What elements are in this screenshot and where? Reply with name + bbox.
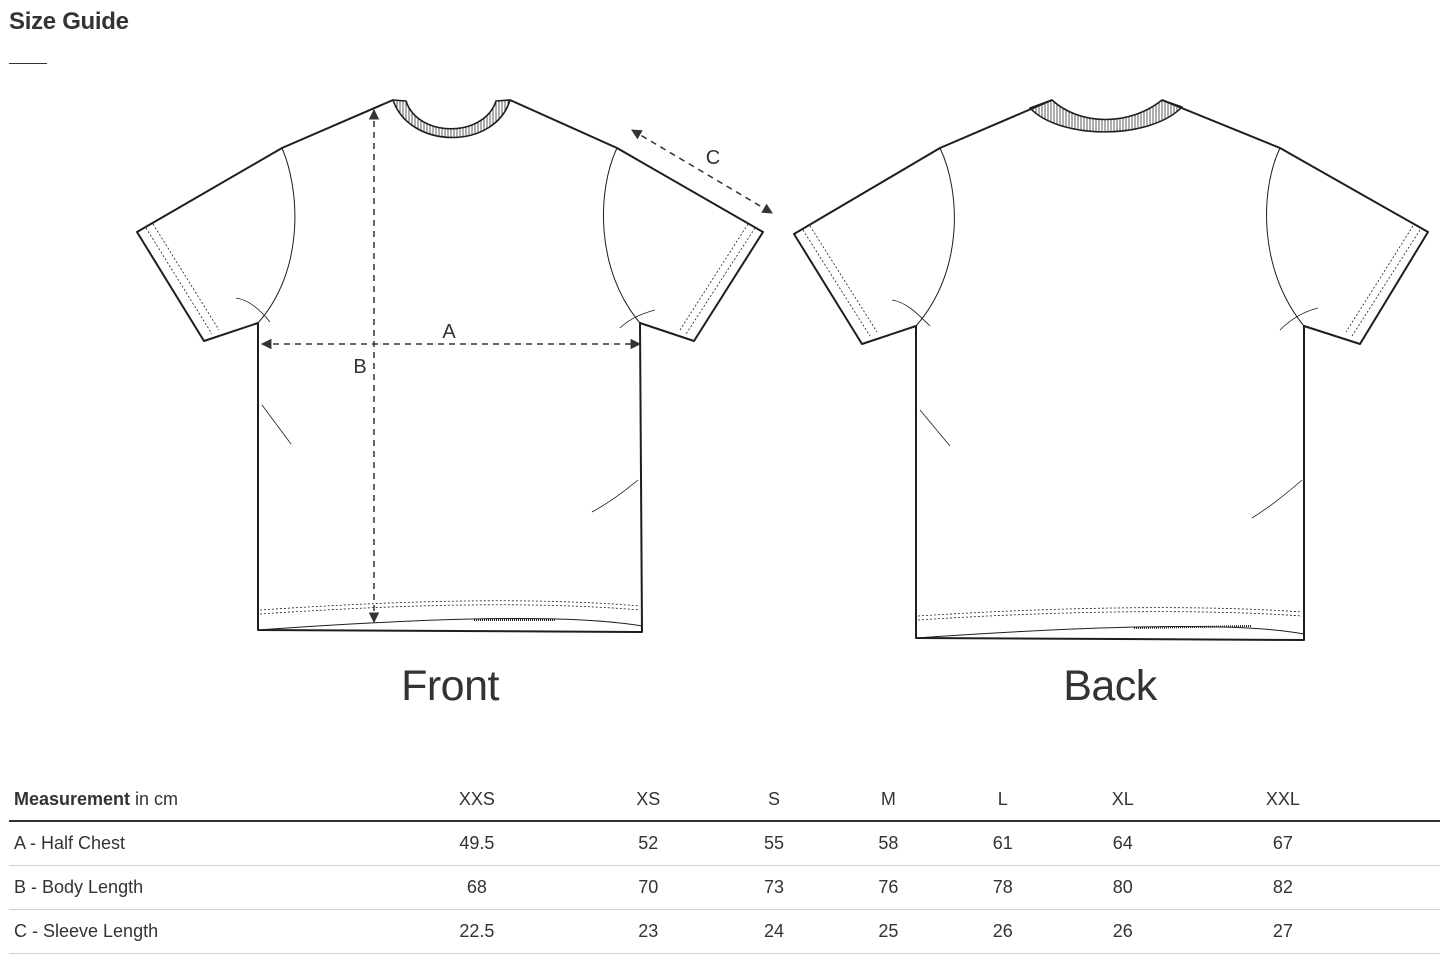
page-title: Size Guide — [9, 8, 129, 35]
table-cell: 61 — [945, 821, 1060, 866]
size-header: XXL — [1185, 778, 1380, 822]
table-cell: 67 — [1185, 821, 1380, 866]
table-spacer — [1380, 821, 1440, 866]
table-spacer — [1380, 865, 1440, 910]
size-header: XL — [1059, 778, 1186, 822]
measurement-header-bold: Measurement — [14, 788, 131, 809]
table-cell: 80 — [1059, 865, 1186, 910]
size-header: M — [831, 778, 946, 822]
table-cell: 58 — [831, 821, 946, 866]
size-table: Measurement in cm XXS XS S M L XL XXL A … — [9, 778, 1440, 954]
front-tshirt-drawing — [136, 99, 764, 633]
back-tshirt-drawing — [793, 99, 1429, 641]
table-cell: 68 — [374, 865, 580, 910]
size-header: XXS — [374, 778, 580, 822]
table-cell: 78 — [945, 865, 1060, 910]
label-b: B — [353, 356, 366, 378]
table-cell: 82 — [1185, 865, 1380, 910]
row-label: B - Body Length — [9, 865, 374, 910]
size-header: L — [945, 778, 1060, 822]
label-a: A — [442, 321, 456, 343]
table-cell: 27 — [1185, 909, 1380, 954]
table-cell: 26 — [1059, 909, 1186, 954]
back-view-label: Back — [1063, 662, 1157, 710]
measurement-guides — [260, 108, 773, 624]
table-row: B - Body Length 68 70 73 76 78 80 82 — [9, 865, 1440, 910]
size-header: XS — [579, 778, 717, 822]
table-cell: 26 — [945, 909, 1060, 954]
table-cell: 24 — [716, 909, 832, 954]
table-header-row: Measurement in cm XXS XS S M L XL XXL — [9, 778, 1440, 822]
table-cell: 76 — [831, 865, 946, 910]
table-cell: 25 — [831, 909, 946, 954]
row-label: A - Half Chest — [9, 821, 374, 866]
label-c: C — [706, 147, 720, 169]
table-spacer — [1380, 778, 1440, 822]
table-cell: 52 — [579, 821, 717, 866]
table-cell: 73 — [716, 865, 832, 910]
table-spacer — [1380, 909, 1440, 954]
measure-line-c — [631, 129, 773, 214]
table-cell: 49.5 — [374, 821, 580, 866]
title-underline — [9, 63, 47, 64]
table-cell: 55 — [716, 821, 832, 866]
size-header: S — [716, 778, 832, 822]
table-row: C - Sleeve Length 22.5 23 24 25 26 26 27 — [9, 909, 1440, 954]
row-label: C - Sleeve Length — [9, 909, 374, 954]
front-view-label: Front — [401, 662, 499, 710]
tshirt-illustration: A B C — [136, 99, 1429, 641]
table-cell: 64 — [1059, 821, 1186, 866]
table-cell: 70 — [579, 865, 717, 910]
table-cell: 23 — [579, 909, 717, 954]
measurement-header: Measurement in cm — [9, 778, 374, 822]
table-cell: 22.5 — [374, 909, 580, 954]
measurement-header-unit: in cm — [130, 788, 179, 809]
table-row: A - Half Chest 49.5 52 55 58 61 64 67 — [9, 821, 1440, 866]
